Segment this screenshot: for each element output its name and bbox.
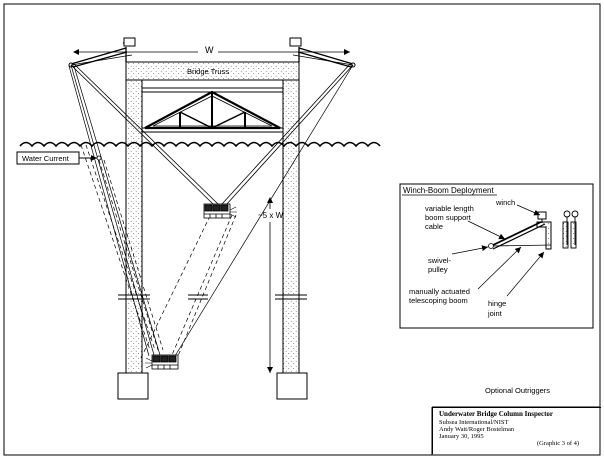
title-block-sheet: (Graphic 3 of 4) bbox=[537, 440, 580, 447]
inset-pulley-label-2: pulley bbox=[428, 265, 448, 274]
inset-pulley-label-1: swivel- bbox=[428, 256, 451, 265]
right-footing bbox=[276, 372, 308, 400]
bridge-truss-label: Bridge Truss bbox=[187, 67, 230, 76]
water-current-label: Water Current bbox=[22, 154, 69, 163]
inset-leaders bbox=[451, 204, 545, 297]
left-footing bbox=[117, 372, 149, 400]
title-block-date: January 30, 1995 bbox=[439, 433, 484, 440]
title-block-title: Underwater Bridge Column Inspector bbox=[439, 410, 554, 418]
inset-folded-boom-icon bbox=[562, 210, 579, 249]
upper-inspector-device bbox=[203, 203, 237, 219]
inset-cable-label-1: variable length bbox=[425, 204, 474, 213]
water-surface bbox=[19, 141, 381, 148]
right-winch-boom bbox=[289, 37, 356, 68]
width-label: W bbox=[205, 45, 214, 55]
inset-winch-label: winch bbox=[496, 198, 516, 207]
bridge-truss-deck bbox=[125, 61, 300, 81]
outrigger-dashed-lines bbox=[80, 144, 237, 361]
inset-hinge-label-1: hinge bbox=[488, 299, 507, 308]
left-column bbox=[125, 61, 143, 374]
inset-cable-label-2: boom support bbox=[425, 213, 471, 222]
inset-boom-label-1: manually actuated bbox=[409, 287, 470, 296]
depth-label: ~5 x W bbox=[258, 211, 284, 220]
inset-boom-label-2: telescoping boom bbox=[409, 296, 468, 305]
title-block: Underwater Bridge Column Inspector Subse… bbox=[432, 407, 601, 454]
title-block-authors: Andy Watt/Roger Bostelman bbox=[439, 426, 515, 433]
inset-hinge-label-2: joint bbox=[488, 309, 502, 318]
page-border bbox=[3, 3, 601, 456]
lower-inspector-device bbox=[145, 354, 179, 370]
right-column bbox=[282, 61, 300, 374]
upper-inspector-cables bbox=[70, 54, 354, 206]
inset-cable-label-3: cable bbox=[425, 222, 443, 231]
winch-boom-inset bbox=[399, 183, 594, 329]
optional-outriggers-label: Optional Outriggers bbox=[485, 386, 551, 395]
inset-boom-drawing bbox=[488, 211, 552, 250]
truss-frame bbox=[142, 87, 283, 133]
left-winch-boom bbox=[68, 37, 136, 68]
inset-title: Winch-Boom Deployment bbox=[403, 186, 494, 195]
title-block-org: Subsea International/NIST bbox=[439, 419, 509, 426]
